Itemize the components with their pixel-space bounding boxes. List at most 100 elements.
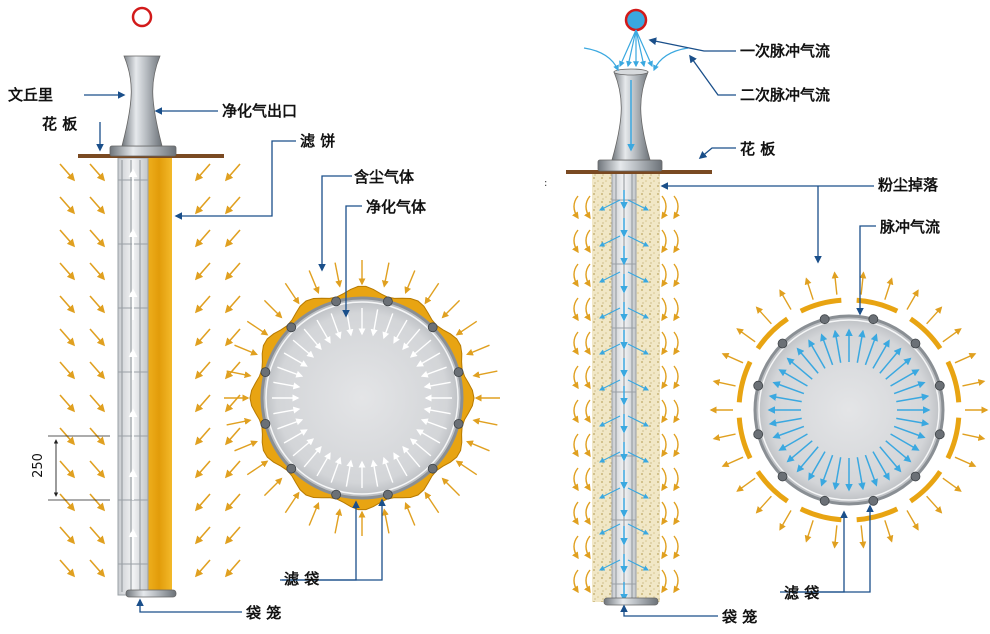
stray-mark: : (544, 178, 547, 189)
cage-rod (453, 367, 464, 378)
dust-falling-arrow (673, 399, 681, 424)
dust-falling-arrow (583, 399, 591, 424)
pulse-arrow (627, 379, 649, 391)
dust-falling-arrow (859, 271, 867, 295)
cage-rod (934, 429, 945, 440)
dusty-gas-arrow (334, 262, 343, 288)
dusty-gas-arrow (472, 370, 498, 379)
bag-bottom-cap (603, 597, 659, 606)
bag-inner-edge (265, 301, 459, 495)
clean-gas-arrow (409, 339, 432, 358)
dust-falling-arrow (661, 297, 669, 322)
dusty-gas-arrow (224, 526, 241, 545)
filter-cake-fragment (755, 316, 789, 350)
dust-falling-arrow (571, 331, 579, 356)
dusty-gas-arrow (89, 262, 106, 281)
dusty-gas-arrow (89, 328, 106, 347)
filter-cake-fragment (856, 506, 899, 523)
pulse-arrow (627, 271, 649, 283)
dust-falling-arrow (661, 501, 669, 526)
clean-gas-arrow (416, 429, 441, 444)
cage-rod (427, 463, 438, 474)
cage-rod (382, 296, 393, 307)
dusty-gas-arrow (224, 460, 241, 479)
pulse-arrow (627, 487, 649, 499)
pulse-arrow (786, 357, 813, 380)
dusty-gas-arrow (404, 270, 416, 294)
pulse-arrow (627, 523, 649, 535)
dusty-gas-arrow (284, 282, 300, 305)
dusty-gas-arrow (224, 493, 241, 512)
pulse-arrow (772, 381, 805, 395)
dust-falling-arrow (661, 195, 669, 220)
dust-falling-arrow (583, 195, 591, 220)
dust-layer-left (592, 172, 614, 602)
dusty-gas-arrow (441, 477, 461, 497)
clean-gas-arrow (316, 452, 331, 477)
dust-falling-arrow (571, 535, 579, 560)
pulse-arrow (627, 415, 649, 427)
dust-falling-arrow (831, 271, 839, 295)
pulse-arrow (808, 451, 826, 481)
clean-gas-arrow (283, 352, 308, 367)
dust-falling-arrow (673, 263, 681, 288)
clean-gas-arrow (370, 309, 379, 337)
pulse-arrow (872, 339, 890, 369)
dusty-gas-arrow (59, 196, 76, 215)
pulse-arrow (832, 457, 842, 491)
primary-pulse-arrow (619, 29, 637, 68)
pulse-arrow (778, 433, 808, 451)
pulse-arrow (820, 333, 834, 366)
dust-falling-arrow (954, 352, 977, 364)
dusty-gas-arrow (194, 328, 211, 347)
dusty-gas-arrow (246, 320, 269, 336)
venturi-collar (109, 145, 177, 157)
dusty-gas-arrow (89, 361, 106, 380)
dust-falling-arrow (673, 331, 681, 356)
clean-gas-arrow (345, 459, 354, 487)
cage-rod (331, 489, 342, 500)
cage-rod (910, 471, 921, 482)
filter-cake-fragment (909, 470, 943, 504)
dust-falling-arrow (673, 467, 681, 492)
clean-gas-arrow (316, 319, 331, 344)
pulse-arrow (808, 339, 826, 369)
dusty-gas-arrow (59, 493, 76, 512)
pulse-arrow (879, 347, 902, 374)
dust-falling-arrow (583, 229, 591, 254)
cage-rod (868, 314, 879, 325)
dusty-gas-arrow (466, 344, 490, 356)
dusty-gas-arrow (89, 559, 106, 578)
dust-falling-arrow (673, 433, 681, 458)
dusty-gas-arrow (472, 417, 498, 426)
cage-rod (753, 429, 764, 440)
dusty-gas-arrow (455, 320, 478, 336)
dusty-gas-arrow (263, 299, 283, 319)
dusty-gas-arrow (381, 262, 390, 288)
dust-falling-arrow (571, 501, 579, 526)
dusty-gas-arrow (194, 427, 211, 446)
dust-falling-arrow (906, 289, 919, 310)
clean-gas-arrow (273, 381, 301, 390)
dust-falling-arrow (661, 399, 669, 424)
dusty-gas-arrow (194, 196, 211, 215)
filter-cake-fragment (799, 297, 842, 314)
dust-falling-arrow (884, 277, 894, 300)
dust-falling-arrow (926, 495, 943, 514)
dusty-gas-arrow (224, 163, 241, 182)
dust-falling-arrow (962, 379, 986, 387)
cage-rod (753, 380, 764, 391)
filter-cake-fragment (736, 417, 753, 460)
clean-gas-arrow (277, 418, 304, 430)
pulse-arrow (893, 425, 926, 439)
dusty-gas-label: 含尘气体 (354, 168, 415, 186)
dust-layer-right (634, 172, 660, 602)
dust-falling-label: 粉尘掉落 (878, 176, 939, 194)
primary-pulse-label: 一次脉冲气流 (740, 42, 831, 60)
clean-gas-arrow (303, 445, 322, 468)
clean-gas-arrow (292, 438, 315, 457)
dust-falling-arrow (673, 569, 681, 594)
dust-falling-arrow (661, 331, 669, 356)
